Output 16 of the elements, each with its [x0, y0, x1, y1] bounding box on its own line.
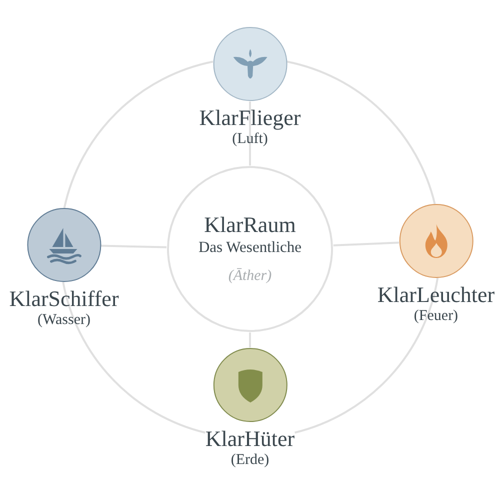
element-subtitle: (Luft) — [232, 130, 268, 149]
element-title: KlarHüter — [205, 427, 295, 451]
center-subtitle: Das Wesentliche — [198, 238, 302, 258]
element-title: KlarFlieger — [199, 106, 301, 130]
element-subtitle: (Feuer) — [414, 307, 458, 326]
element-title: KlarSchiffer — [9, 287, 119, 311]
center-title: KlarRaum — [204, 212, 296, 238]
element-title: KlarLeuchter — [377, 283, 495, 307]
ring-arc — [286, 60, 436, 204]
ring-arc — [62, 282, 206, 434]
ring-arc — [63, 60, 214, 208]
connector-line — [333, 242, 400, 246]
center-note: (Āther) — [228, 267, 272, 286]
element-subtitle: (Erde) — [230, 451, 270, 470]
ring-arc — [294, 278, 439, 434]
element-subtitle: (Wasser) — [38, 311, 90, 330]
